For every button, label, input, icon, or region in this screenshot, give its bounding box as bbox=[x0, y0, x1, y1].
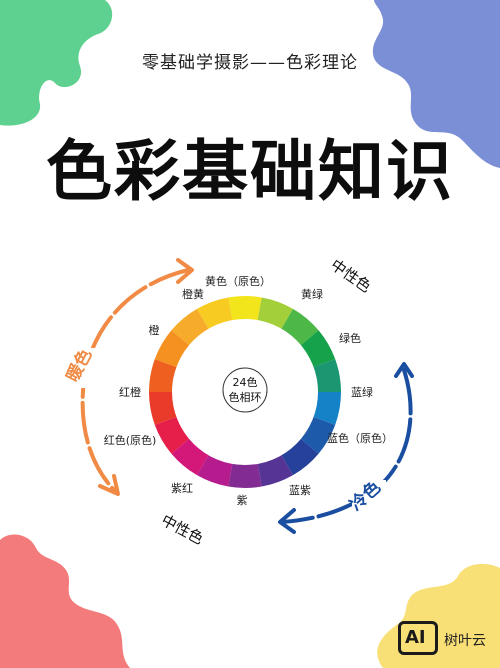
label-blue-purple: 蓝紫 bbox=[289, 484, 311, 497]
color-wheel-diagram: 24色 色相环 黄色（原色） 黄绿 绿色 蓝绿 蓝色（原色） 蓝紫 紫 紫红 红… bbox=[62, 256, 414, 548]
label-red-orange: 红橙 bbox=[119, 385, 141, 399]
ring-segment bbox=[197, 297, 233, 330]
ring-segment bbox=[257, 297, 293, 330]
bottom-left-blob-shape bbox=[0, 534, 130, 668]
top-left-paint-blob bbox=[0, 0, 113, 126]
label-purple-red: 紫红 bbox=[171, 482, 193, 495]
warm-arrow-head-bottom bbox=[98, 474, 120, 496]
center-label-line1: 24色 bbox=[233, 375, 258, 389]
ring-segment bbox=[312, 392, 341, 425]
label-blue: 蓝色（原色） bbox=[327, 431, 393, 445]
center-badge bbox=[222, 367, 268, 413]
ring-segment bbox=[312, 359, 341, 392]
ring-segment bbox=[149, 392, 178, 425]
subtitle: 零基础学摄影——色彩理论 bbox=[142, 53, 358, 73]
label-green: 绿色 bbox=[339, 331, 361, 345]
cool-label-bg bbox=[352, 480, 386, 512]
ring-segment bbox=[281, 308, 319, 346]
warm-label-bg bbox=[72, 348, 96, 388]
top-right-paint-blob bbox=[372, 0, 500, 168]
label-orange: 橙 bbox=[149, 323, 160, 337]
bottom-left-paint-blob bbox=[0, 534, 130, 668]
color-ring bbox=[149, 296, 341, 488]
label-purple: 紫 bbox=[237, 494, 248, 507]
page-title: 色彩基础知识 bbox=[46, 133, 454, 210]
bottom-right-blob-shape bbox=[377, 563, 500, 668]
label-blue-green: 蓝绿 bbox=[351, 385, 373, 399]
ring-segment bbox=[197, 454, 233, 487]
ring-segment bbox=[171, 438, 209, 476]
center-label-line2: 色相环 bbox=[229, 390, 262, 404]
ring-segment bbox=[257, 454, 293, 487]
label-red: 红色(原色) bbox=[104, 433, 157, 447]
ring-segment bbox=[281, 438, 319, 476]
label-yellow: 黄色（原色） bbox=[205, 274, 271, 288]
cool-arrow-head-top bbox=[394, 362, 414, 378]
cool-arrow-head-bottom bbox=[278, 508, 296, 534]
label-orange-yellow: 橙黄 bbox=[182, 287, 204, 301]
warm-arrow-head-top bbox=[176, 258, 194, 284]
label-yellow-green: 黄绿 bbox=[301, 287, 323, 301]
ring-segment bbox=[149, 359, 178, 392]
ring-segment bbox=[228, 296, 262, 322]
watermark-text: 树叶云 bbox=[444, 633, 486, 649]
top-left-blob-shape bbox=[0, 0, 113, 126]
bottom-right-paint-blob bbox=[377, 563, 500, 668]
neutral-label-top: 中性色 bbox=[327, 256, 374, 297]
ring-segment bbox=[171, 308, 209, 346]
neutral-label-bottom: 中性色 bbox=[158, 511, 206, 548]
watermark-logo: AI bbox=[398, 621, 438, 655]
ring-segment bbox=[228, 462, 262, 488]
top-right-blob-shape bbox=[372, 0, 500, 168]
